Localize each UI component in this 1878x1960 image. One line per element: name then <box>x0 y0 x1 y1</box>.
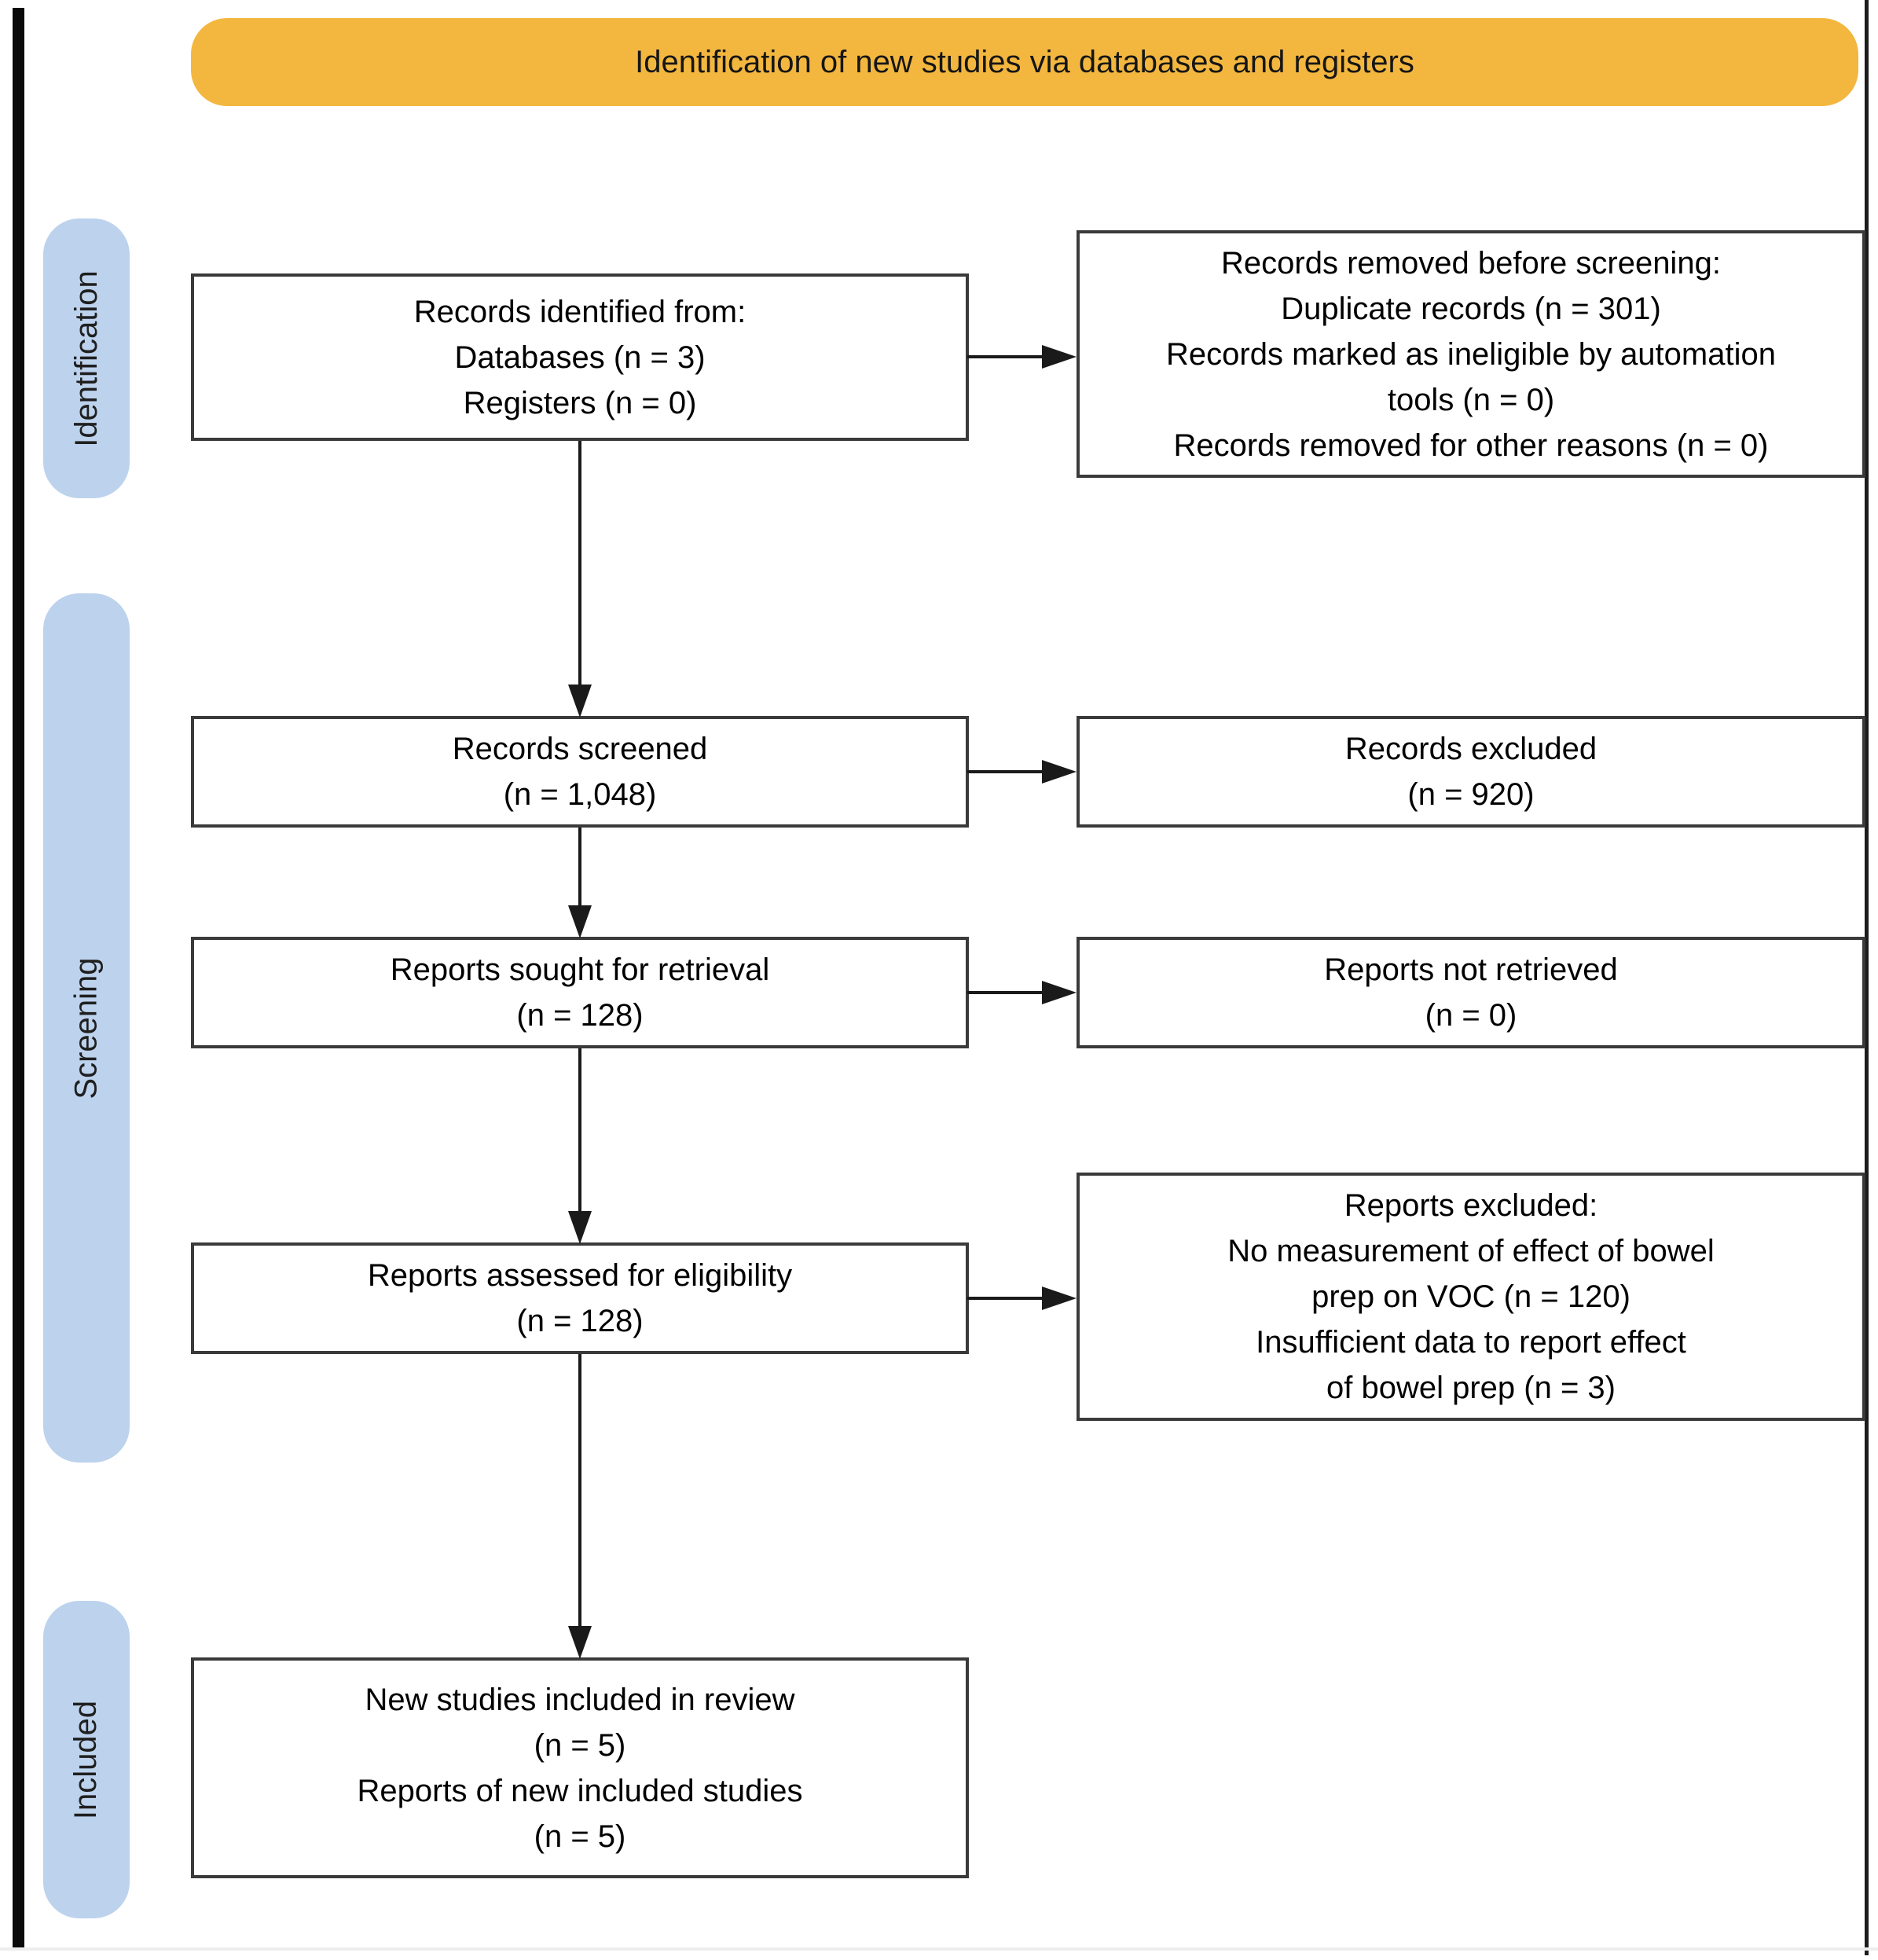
box-records-screened: Records screened (n = 1,048) <box>191 716 969 828</box>
box-text-line: tools (n = 0) <box>1387 382 1555 417</box>
box-text-line: (n = 1,048) <box>503 777 657 812</box>
bottom-border-line <box>0 1947 1878 1951</box>
box-text-line: Reports assessed for eligibility <box>367 1258 793 1293</box>
box-text-line: New studies included in review <box>365 1682 795 1717</box>
arrow-down-line <box>578 1048 581 1213</box>
box-text-line: of bowel prep (n = 3) <box>1326 1371 1616 1405</box>
box-text-line: Duplicate records (n = 301) <box>1281 291 1661 326</box>
arrow-right-line <box>967 770 1044 773</box>
arrow-right-head-icon <box>1042 760 1077 784</box>
arrow-down-line <box>578 441 581 686</box>
box-text-line: Records identified from: <box>413 294 746 329</box>
box-text-line: (n = 5) <box>534 1727 626 1763</box>
box-text-line: Reports excluded: <box>1344 1188 1598 1223</box>
arrow-down-head-icon <box>568 905 592 938</box>
box-text-line: Records excluded <box>1344 732 1597 766</box>
box-text-line: Databases (n = 3) <box>454 340 706 375</box>
arrow-down-head-icon <box>568 1626 592 1659</box>
arrow-right-head-icon <box>1042 981 1077 1004</box>
box-text-line: Reports sought for retrieval <box>390 952 770 987</box>
box-records-removed: Records removed before screening: Duplic… <box>1077 230 1865 478</box>
box-text-line: Insufficient data to report effect <box>1256 1325 1686 1360</box>
box-reports-assessed: Reports assessed for eligibility (n = 12… <box>191 1242 969 1354</box>
stage-label-identification: Identification <box>68 270 104 447</box>
stage-pill-screening: Screening <box>43 593 130 1463</box>
arrow-down-head-icon <box>568 1211 592 1244</box>
stage-pill-identification: Identification <box>43 218 130 498</box>
box-reports-excluded: Reports excluded: No measurement of effe… <box>1077 1173 1865 1421</box>
box-reports-not-retrieved: Reports not retrieved (n = 0) <box>1077 937 1865 1048</box>
arrow-right-line <box>967 355 1044 358</box>
arrow-right-line <box>967 991 1044 994</box>
stage-pill-included: Included <box>43 1601 130 1918</box>
box-text-line: Reports of new included studies <box>357 1773 803 1808</box>
stage-label-screening: Screening <box>68 956 104 1099</box>
right-border-line <box>1865 0 1869 1955</box>
arrow-right-line <box>967 1297 1044 1300</box>
box-text-line: (n = 5) <box>534 1819 626 1854</box>
box-text-line: No measurement of effect of bowel <box>1227 1234 1715 1268</box>
box-records-excluded: Records excluded (n = 920) <box>1077 716 1865 828</box>
box-text-line: prep on VOC (n = 120) <box>1311 1279 1630 1314</box>
box-text-line: Records removed before screening: <box>1221 245 1721 281</box>
box-text-line: Registers (n = 0) <box>463 385 697 420</box>
arrow-down-line <box>578 1354 581 1628</box>
box-records-identified: Records identified from: Databases (n = … <box>191 273 969 441</box>
box-text-line: (n = 0) <box>1425 998 1517 1033</box>
box-text-line: Records screened <box>452 732 708 766</box>
box-text-line: (n = 920) <box>1407 777 1535 812</box>
header-banner: Identification of new studies via databa… <box>191 18 1858 106</box>
box-reports-sought: Reports sought for retrieval (n = 128) <box>191 937 969 1048</box>
left-border-bar <box>13 8 24 1949</box>
arrow-right-head-icon <box>1042 345 1077 369</box>
arrow-down-line <box>578 828 581 907</box>
stage-label-included: Included <box>68 1700 104 1819</box>
box-text-line: (n = 128) <box>516 1304 644 1338</box>
box-text-line: (n = 128) <box>516 998 644 1033</box>
arrow-right-head-icon <box>1042 1286 1077 1310</box>
arrow-down-head-icon <box>568 685 592 718</box>
box-text-line: Records removed for other reasons (n = 0… <box>1173 428 1769 463</box>
box-text-line: Records marked as ineligible by automati… <box>1166 336 1776 372</box>
box-text-line: Reports not retrieved <box>1324 952 1618 987</box>
header-title: Identification of new studies via databa… <box>635 45 1414 79</box>
box-new-studies-included: New studies included in review (n = 5) R… <box>191 1657 969 1878</box>
